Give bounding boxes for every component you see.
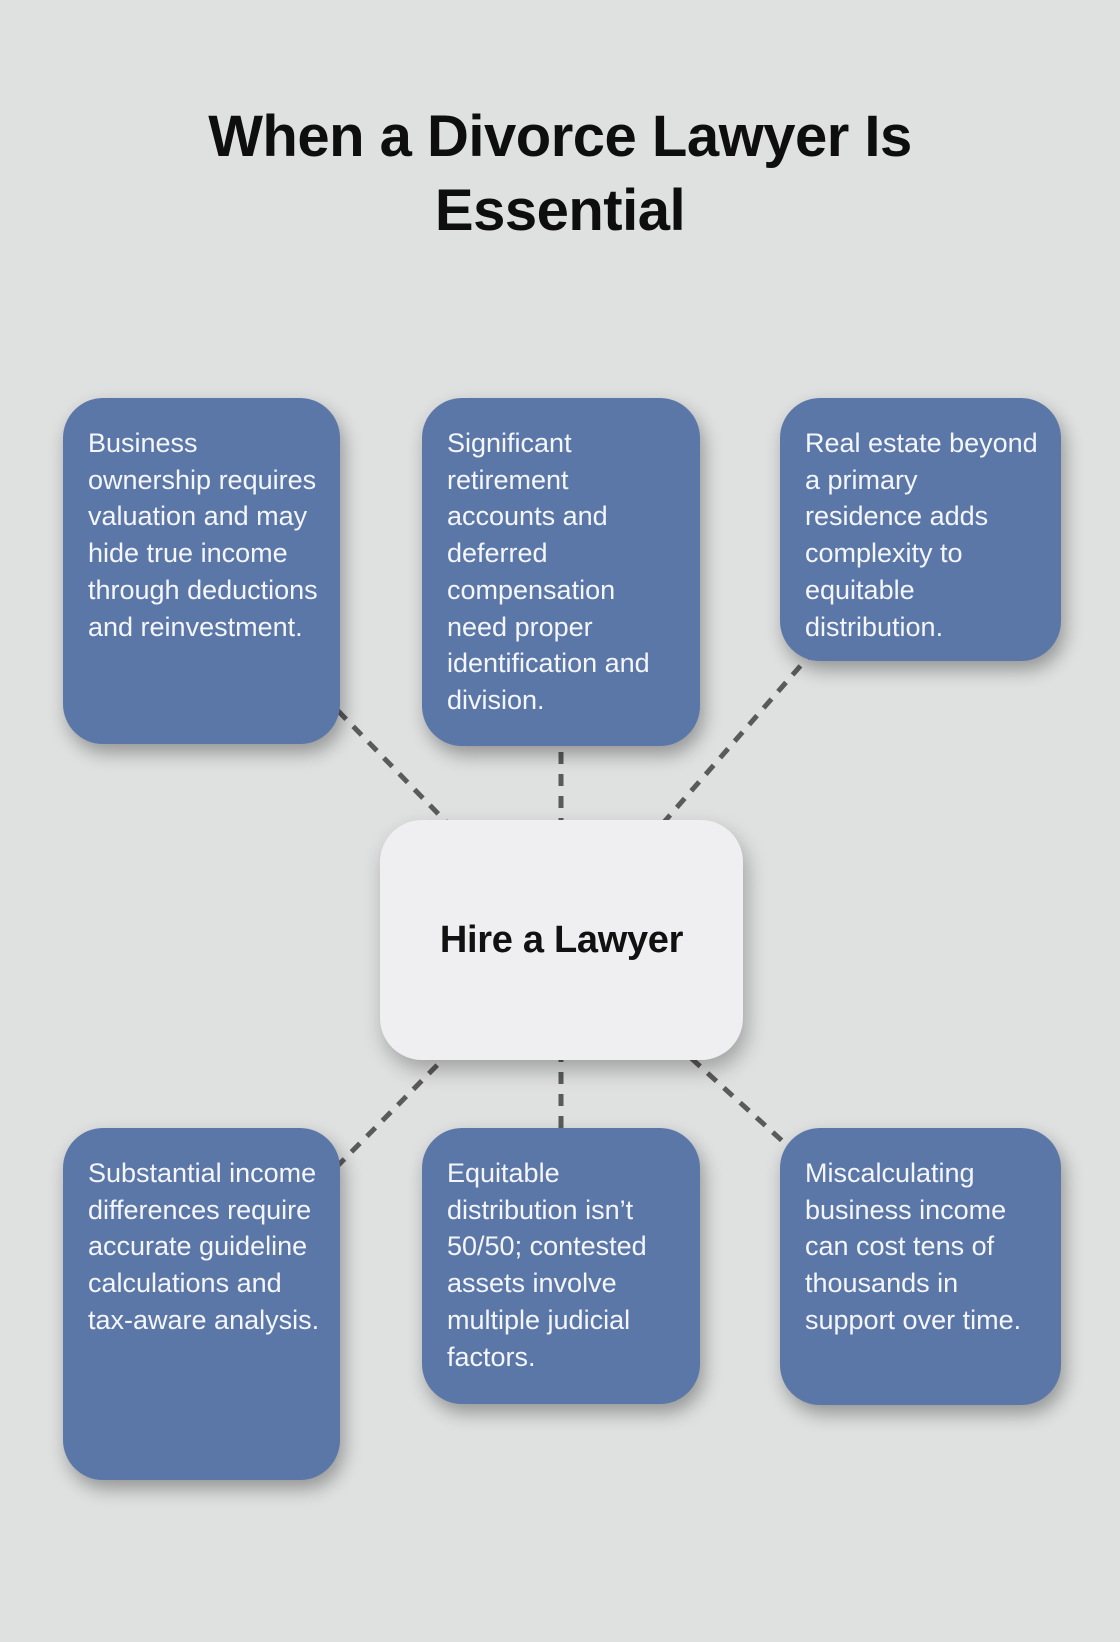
reason-card-income-differences: Substantial income differences require a… [63,1128,340,1480]
reason-text: Significant retirement accounts and defe… [447,428,650,716]
reason-text: Real estate beyond a primary residence a… [805,428,1038,642]
page-title: When a Divorce Lawyer Is Essential [208,104,912,243]
reason-text: Substantial income differences require a… [88,1158,320,1335]
reason-card-miscalculating-income: Miscalculating business income can cost … [780,1128,1061,1405]
reason-text: Business ownership requires valuation an… [88,428,318,642]
center-node-label: Hire a Lawyer [439,918,684,961]
reason-text: Miscalculating business income can cost … [805,1158,1022,1335]
reason-text: Equitable distribution isn’t 50/50; cont… [447,1158,647,1372]
reason-card-equitable-distribution: Equitable distribution isn’t 50/50; cont… [422,1128,700,1404]
center-node: Hire a Lawyer [380,820,743,1060]
reason-card-business-ownership: Business ownership requires valuation an… [63,398,340,744]
reason-card-retirement-accounts: Significant retirement accounts and defe… [422,398,700,746]
reason-card-real-estate: Real estate beyond a primary residence a… [780,398,1061,661]
